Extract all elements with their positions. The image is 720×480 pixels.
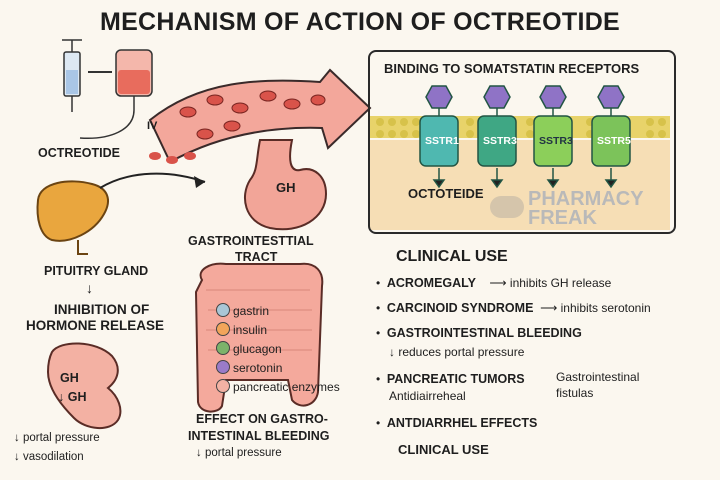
inhibition-line1: INHIBITION OF (54, 302, 150, 317)
pituitary-label: PITUITRY GLAND (44, 264, 149, 278)
clinical-bleeding-sub: ↓ reduces portal pressure (389, 345, 525, 359)
iv-label: IV (147, 120, 158, 132)
page-title: MECHANISM OF ACTION OF OCTREOTIDE (99, 8, 621, 36)
clinical-row-acromegaly: • ACROMEGALY ⟶ inhibits GH release (376, 276, 612, 290)
effect-bleeding-line1: EFFECT ON GASTRO- (196, 412, 328, 426)
effect-bleeding-line3: ↓ portal pressure (196, 447, 282, 459)
receptor-label-3: SSTR3 (539, 135, 573, 147)
stomach-gh-label: GH (276, 180, 296, 195)
clinical-footer: CLINICAL USE (398, 442, 489, 457)
stomach-icon (243, 139, 328, 231)
effect-portal-pressure: ↓ portal pressure (14, 432, 100, 444)
receptor-label-4: SSTR5 (597, 135, 631, 147)
gi-tract-line1: GASTROINTESTTIAL (188, 234, 314, 248)
receptor-label-1: SSTR1 (425, 135, 459, 147)
clinical-row-carcinoid: • CARCINOID SYNDROME ⟶ inhibits serotoni… (376, 301, 651, 315)
drug-label: OCTOTEIDE (408, 186, 484, 201)
receptor-sstr1 (419, 85, 459, 189)
clinical-row-antidiarrheal: • ANTDIARRHEL EFFECTS (376, 416, 538, 430)
pituitary-gland-icon (36, 180, 109, 242)
curve-arrow (99, 172, 206, 189)
pancreatic-enzymes-dot-icon (216, 379, 230, 393)
gastrin-dot-icon (216, 303, 230, 317)
clinical-side-line2: fistulas (556, 386, 594, 400)
insulin-dot-icon (216, 322, 230, 336)
down-arrow: ↓ (86, 280, 93, 296)
drip-dots (149, 152, 196, 164)
effect-bleeding-line2: INTESTINAL BLEEDING (188, 429, 330, 443)
gh-stomach-icon (46, 342, 122, 429)
receptor-heading: BINDING TO SOMATSTATIN RECEPTORS (384, 61, 640, 76)
effect-vasodilation: ↓ vasodilation (14, 451, 84, 463)
clinical-row-pancreatic: • PANCREATIC TUMORS (376, 372, 525, 386)
colon-icon (194, 262, 324, 413)
gh-down-label: ↓ GH (58, 390, 87, 404)
receptor-sstr5 (591, 85, 631, 189)
iv-bag-icon (79, 49, 153, 139)
gh-label: GH (60, 371, 79, 385)
glucagon-dot-icon (216, 341, 230, 355)
octreotide-label: OCTREOTIDE (38, 146, 120, 160)
receptor-panel (368, 50, 676, 234)
clinical-row-gi-bleeding: • GASTROINTESTINAL BLEEDING (376, 326, 582, 340)
legend-insulin: insulin (216, 322, 267, 337)
legend-glucagon: glucagon (216, 341, 282, 356)
receptor-label-2: SSTR3 (483, 135, 517, 147)
gi-tract-line2: TRACT (235, 250, 278, 264)
watermark-pill-icon (490, 196, 524, 218)
serotonin-dot-icon (216, 360, 230, 374)
watermark: PHARMACY FREAK (528, 188, 644, 229)
receptor-sstr3-a (477, 85, 517, 189)
legend-pancreatic-enzymes: pancreatic enzymes (216, 379, 340, 394)
legend-serotonin: serotonin (216, 360, 282, 375)
inhibition-line2: HORMONE RELEASE (26, 318, 165, 333)
clinical-pancreatic-sub: Antidiairreheal (389, 389, 466, 403)
legend-gastrin: gastrin (216, 303, 269, 318)
receptor-sstr3-b (533, 85, 573, 189)
clinical-side-line1: Gastrointestinal (556, 370, 640, 384)
clinical-heading: CLINICAL USE (396, 248, 508, 265)
syringe-icon (62, 39, 82, 112)
